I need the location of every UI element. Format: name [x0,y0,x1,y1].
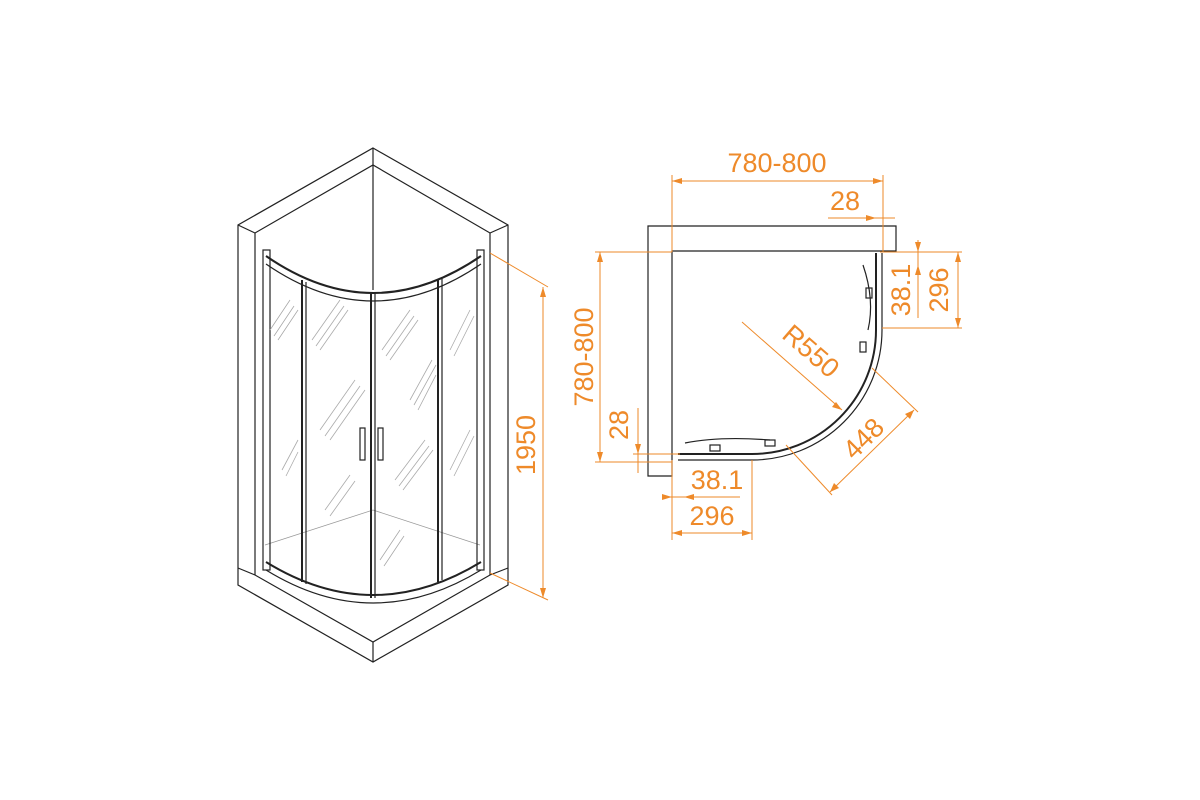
plan-enclosure [678,253,883,461]
wall-top-label: 28 [830,186,860,216]
depth-label: 780-800 [569,307,599,406]
door-handles [359,427,384,461]
plan-dimensions: 780-800 28 38.1 296 780-800 [569,148,962,540]
room-walls [237,147,509,663]
glass-reflection-hatching [269,299,475,567]
height-dimension: 1950 [489,252,549,601]
bottom-offset-label: 38.1 [691,465,744,495]
plan-view: 780-800 28 38.1 296 780-800 [569,148,962,540]
bottom-straight-label: 296 [689,501,734,531]
height-label: 1950 [511,415,541,475]
perspective-view: 1950 [237,147,549,663]
right-straight-label: 296 [924,267,954,312]
width-label: 780-800 [727,148,826,178]
left-handle-icon [359,427,366,461]
right-offset-label: 38.1 [886,264,916,317]
radius-label: R550 [777,319,845,384]
wall-left-label: 28 [604,410,634,440]
right-handle-icon [377,427,384,461]
enclosure-frame [262,249,485,604]
